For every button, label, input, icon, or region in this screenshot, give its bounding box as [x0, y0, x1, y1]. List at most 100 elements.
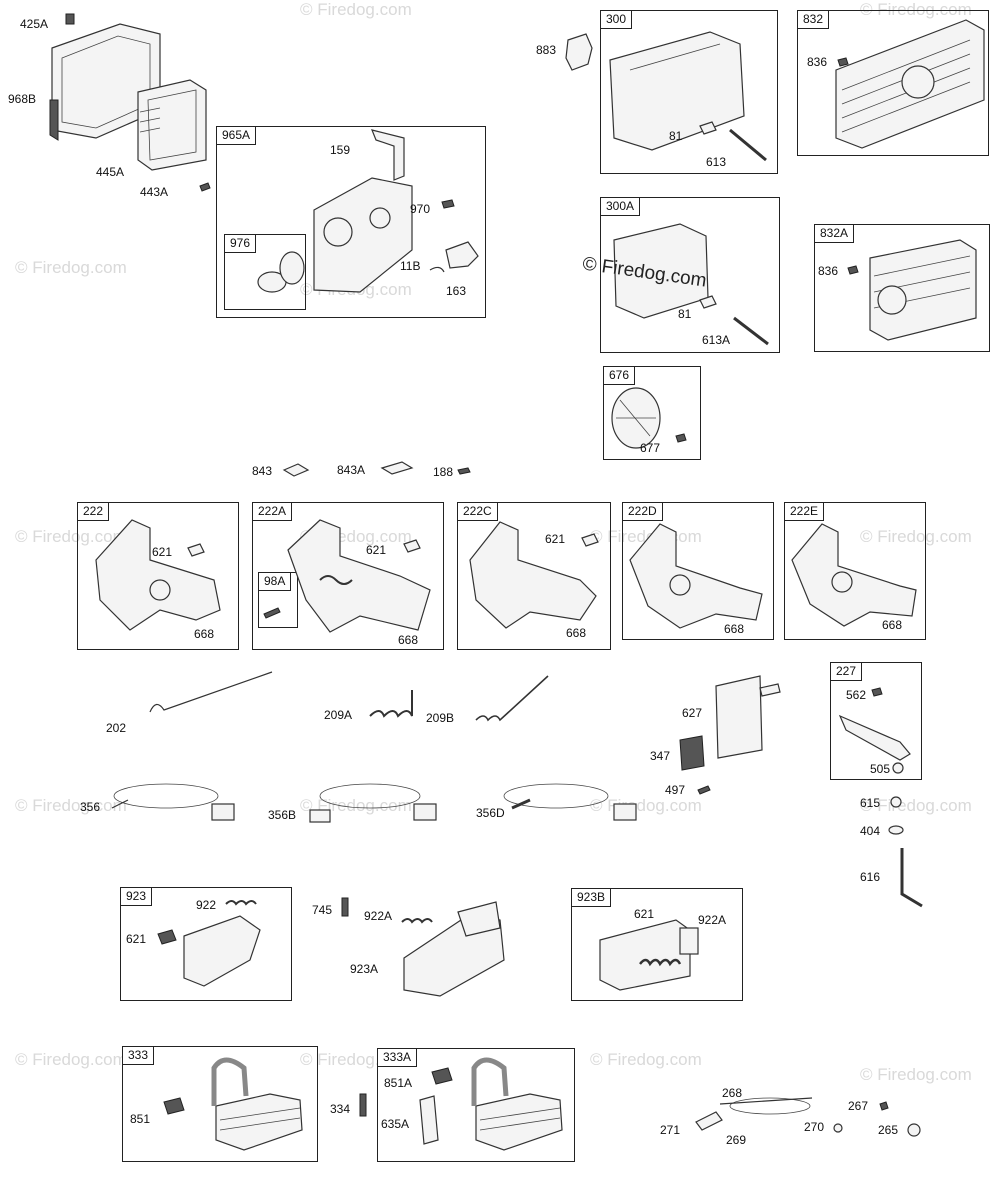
part-label: 970 [410, 202, 431, 216]
cable-268 [719, 1097, 813, 1115]
screw-836-b [847, 265, 859, 275]
part-label: 851 [130, 1112, 151, 1126]
part-label: 188 [433, 465, 454, 479]
part-label: 613A [702, 333, 731, 347]
bracket-222A-drawing [263, 519, 431, 633]
screw-443A [199, 182, 211, 192]
watermark: © Firedog.com [15, 258, 127, 277]
muffler-300A-drawing [613, 223, 769, 346]
group-tag: 923B [572, 889, 612, 907]
ignition-armature-333A [419, 1057, 563, 1151]
watermark: © Firedog.com [300, 0, 412, 19]
group-box-300: 300 [600, 10, 778, 174]
group-box-333: 333 [122, 1046, 318, 1162]
group-tag: 222 [78, 503, 110, 521]
screw-497 [697, 785, 711, 795]
plate-627 [715, 675, 763, 759]
group-tag: 333 [123, 1047, 155, 1065]
part-label: 668 [566, 626, 587, 640]
part-label: 668 [882, 618, 903, 632]
governor-link-202 [149, 671, 273, 713]
muffler-drawing [609, 31, 767, 162]
clip-11B [429, 266, 445, 273]
part-label: 445A [96, 165, 125, 179]
spring-209B [475, 675, 549, 722]
part-label: 922A [698, 913, 727, 927]
washer-404 [888, 825, 904, 835]
group-tag: 98A [259, 573, 292, 591]
part-label: 745 [312, 903, 333, 917]
group-tag: 300 [601, 11, 633, 29]
part-label: 851A [384, 1076, 413, 1090]
group-tag: 976 [225, 235, 257, 253]
part-label: 635A [381, 1117, 410, 1131]
group-tag: 965A [217, 127, 257, 145]
gasket-163 [445, 241, 479, 269]
part-label: 425A [20, 17, 49, 31]
part-label: 271 [660, 1123, 681, 1137]
ignition-armature-333 [163, 1057, 303, 1151]
group-tag: 832 [798, 11, 830, 29]
part-label: 356B [268, 808, 297, 822]
part-label: 356 [80, 800, 101, 814]
part-label: 843A [337, 463, 366, 477]
spark-arrestor-screen-drawing [611, 387, 687, 449]
part-label: 163 [446, 284, 467, 298]
part-label: 621 [126, 932, 147, 946]
governor-923B-drawing [599, 919, 699, 991]
part-label: 270 [804, 1120, 825, 1134]
screw-745 [341, 897, 349, 917]
spring-922A [401, 918, 433, 924]
part-label: 505 [870, 762, 891, 776]
part-270 [833, 1123, 843, 1133]
group-tag: 300A [601, 198, 641, 216]
part-label: 497 [665, 783, 686, 797]
part-label: 269 [726, 1133, 747, 1147]
part-label: 621 [634, 907, 655, 921]
governor-923A-drawing [403, 901, 505, 997]
wire-356 [111, 783, 235, 821]
part-label: 836 [807, 55, 828, 69]
part-label: 209B [426, 711, 455, 725]
group-tag: 333A [378, 1049, 418, 1067]
wire-356D [503, 783, 637, 821]
group-tag: 227 [831, 663, 863, 681]
bracket-222-drawing [95, 519, 221, 631]
clip-271 [695, 1111, 723, 1131]
part-label: 11B [400, 259, 421, 273]
group-tag: 832A [815, 225, 855, 243]
part-label: 843 [252, 464, 273, 478]
carburetor-part-976 [257, 251, 305, 293]
group-box-676: 676 [603, 366, 701, 460]
group-box-222: 222 [77, 502, 239, 650]
group-box-965A: 965A [216, 126, 486, 318]
part-label: 267 [848, 1099, 869, 1113]
screw-334 [359, 1093, 367, 1117]
screw-188 [457, 467, 471, 475]
group-box-222C: 222C [457, 502, 611, 650]
part-label: 677 [640, 441, 661, 455]
bracket-222C-drawing [469, 521, 599, 629]
part-label: 923A [350, 962, 379, 976]
part-label: 668 [194, 627, 215, 641]
part-label: 922 [196, 898, 217, 912]
group-tag: 676 [604, 367, 636, 385]
part-label: 159 [330, 143, 351, 157]
part-label: 922A [364, 909, 393, 923]
part-label: 356D [476, 806, 505, 820]
muffler-guard-832A-drawing [869, 239, 977, 341]
watermark: © Firedog.com [860, 796, 972, 815]
part-label: 968B [8, 92, 37, 106]
switch-347 [679, 735, 705, 771]
part-843 [282, 463, 310, 477]
wire-356B [309, 783, 437, 823]
group-box-300A: 300A [600, 197, 780, 353]
part-label: 613 [706, 155, 727, 169]
part-label: 265 [878, 1123, 899, 1137]
part-label: 621 [152, 545, 173, 559]
part-label: 668 [724, 622, 745, 636]
gasket-883 [565, 33, 593, 71]
air-filter-drawing [137, 79, 207, 171]
group-box-832A: 832A [814, 224, 990, 352]
